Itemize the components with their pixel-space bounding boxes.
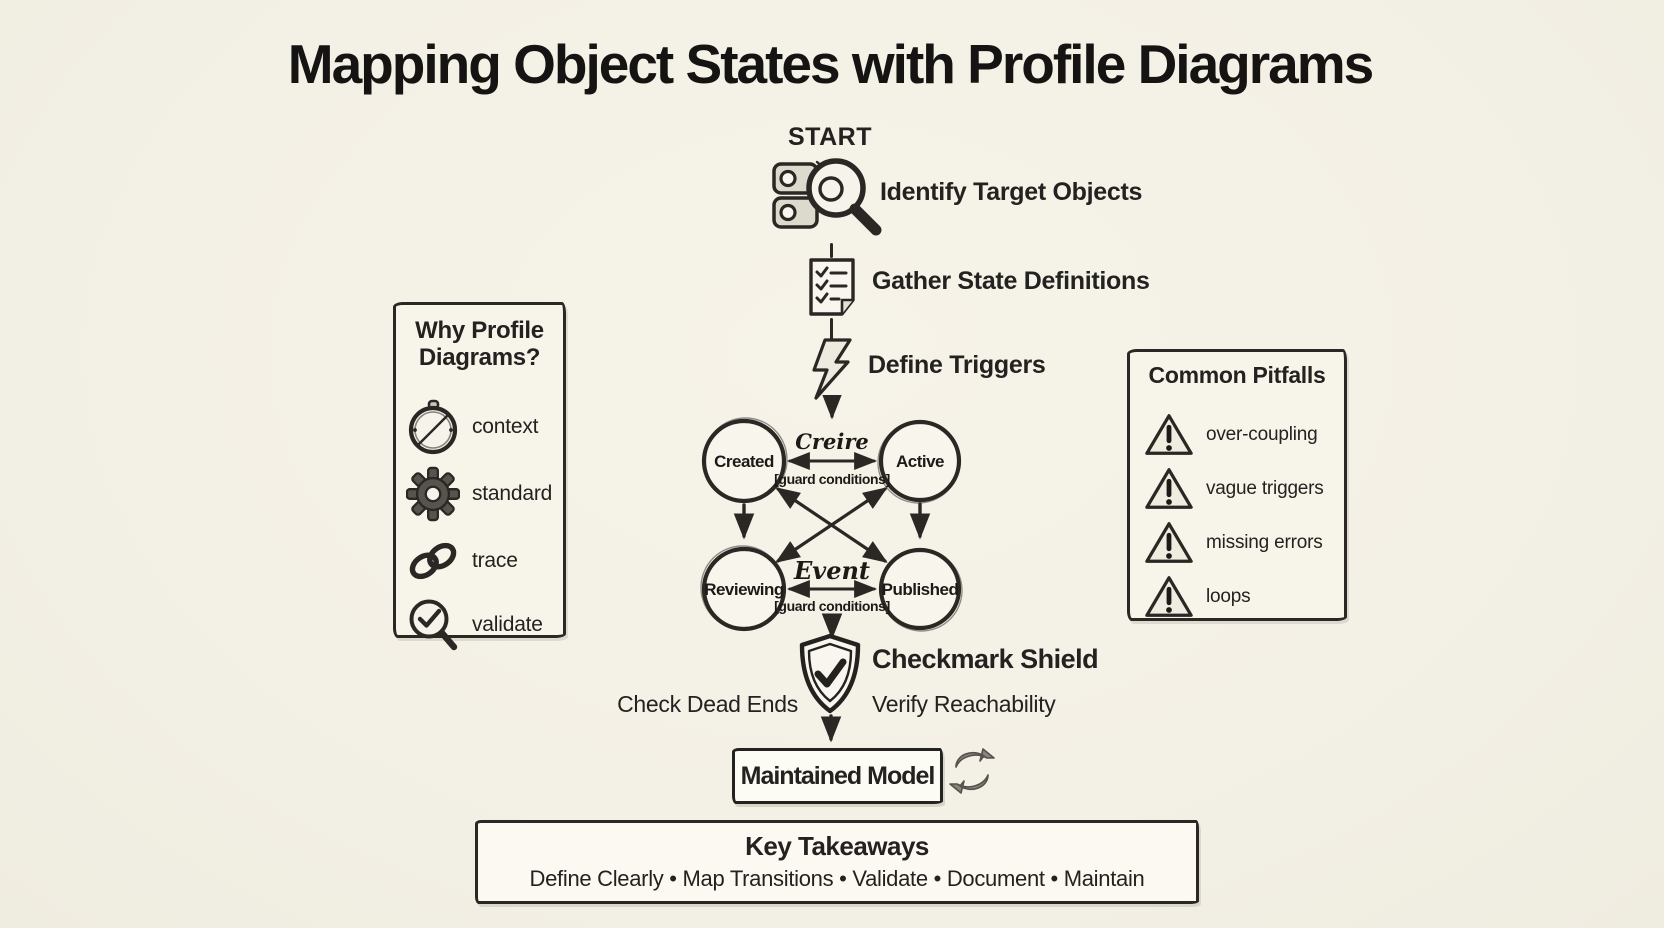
start-label: START bbox=[788, 123, 872, 151]
shield-title: Checkmark Shield bbox=[872, 644, 1099, 674]
pitfall-label: over-coupling bbox=[1206, 424, 1318, 445]
state-diagram: Created Active Reviewing Published Creir… bbox=[700, 395, 963, 640]
lightning-icon bbox=[812, 338, 852, 400]
state-circle-published bbox=[878, 547, 963, 632]
transition-label-bottom: Event bbox=[793, 556, 870, 585]
why-item-standard: standard bbox=[406, 466, 552, 522]
why-item-trace: trace bbox=[406, 533, 518, 589]
state-label-published: Published bbox=[882, 580, 959, 599]
why-item-label: trace bbox=[472, 549, 518, 572]
step-label-identify: Identify Target Objects bbox=[880, 178, 1143, 206]
connector-line bbox=[830, 243, 833, 258]
warning-triangle-icon bbox=[1145, 414, 1193, 455]
magnifier-check-icon bbox=[409, 599, 458, 651]
why-panel: Why Profile Diagrams? context bbox=[393, 302, 566, 651]
refresh-cycle-icon bbox=[949, 748, 995, 794]
step-label-gather: Gather State Definitions bbox=[872, 267, 1150, 295]
chain-link-icon bbox=[409, 542, 457, 580]
key-takeaways-line: Define Clearly • Map Transitions • Valid… bbox=[529, 866, 1145, 891]
checklist-document-icon bbox=[809, 258, 855, 316]
maintained-model-box: Maintained Model bbox=[732, 748, 943, 804]
page-title: Mapping Object States with Profile Diagr… bbox=[287, 33, 1375, 95]
key-takeaways-title: Key Takeaways bbox=[745, 831, 929, 861]
pitfall-item-missing-errors: missing errors bbox=[1144, 519, 1323, 567]
note-verify-reachability: Verify Reachability bbox=[872, 691, 1056, 717]
step-label-triggers: Define Triggers bbox=[868, 351, 1046, 379]
state-label-active: Active bbox=[896, 452, 944, 471]
transition-label-top: Creire bbox=[795, 429, 869, 454]
why-item-context: context bbox=[406, 399, 539, 455]
pitfall-item-over-coupling: over-coupling bbox=[1144, 411, 1318, 459]
warning-triangle-icon bbox=[1145, 468, 1193, 509]
state-circle-reviewing bbox=[700, 545, 787, 632]
key-takeaways-box: Key Takeaways Define Clearly • Map Trans… bbox=[475, 820, 1199, 904]
gear-icon bbox=[406, 466, 460, 522]
pitfalls-panel-title: Common Pitfalls bbox=[1148, 362, 1326, 388]
compass-icon bbox=[408, 399, 458, 455]
pitfall-label: loops bbox=[1206, 586, 1251, 607]
transition-arrow bbox=[775, 487, 888, 563]
state-circle-created bbox=[701, 417, 788, 504]
warning-triangle-icon bbox=[1145, 522, 1193, 563]
guard-label-bottom: [guard conditions] bbox=[774, 598, 890, 614]
connector-line bbox=[830, 318, 833, 340]
shield-check-icon bbox=[799, 633, 861, 714]
why-item-label: validate bbox=[472, 613, 543, 636]
why-item-validate: validate bbox=[406, 597, 543, 653]
state-circle-active bbox=[877, 419, 962, 504]
pitfall-item-vague-triggers: vague triggers bbox=[1144, 465, 1324, 513]
note-check-dead-ends: Check Dead Ends bbox=[617, 691, 798, 717]
pitfalls-panel: Common Pitfalls over-coupling vague trig… bbox=[1127, 349, 1347, 621]
state-label-created: Created bbox=[714, 452, 774, 471]
flow-arrow bbox=[820, 714, 842, 743]
why-item-label: standard bbox=[472, 482, 553, 505]
guard-label-top: [guard conditions] bbox=[774, 471, 890, 487]
state-label-reviewing: Reviewing bbox=[704, 580, 784, 599]
pitfall-item-loops: loops bbox=[1144, 573, 1251, 621]
pitfall-label: vague triggers bbox=[1206, 478, 1324, 499]
why-item-label: context bbox=[472, 415, 539, 438]
pitfall-label: missing errors bbox=[1206, 532, 1323, 553]
warning-triangle-icon bbox=[1145, 576, 1193, 617]
why-panel-title: Why Profile Diagrams? bbox=[415, 317, 544, 371]
magnifier-objects-icon bbox=[772, 158, 882, 236]
maintained-model-label: Maintained Model bbox=[740, 761, 936, 790]
